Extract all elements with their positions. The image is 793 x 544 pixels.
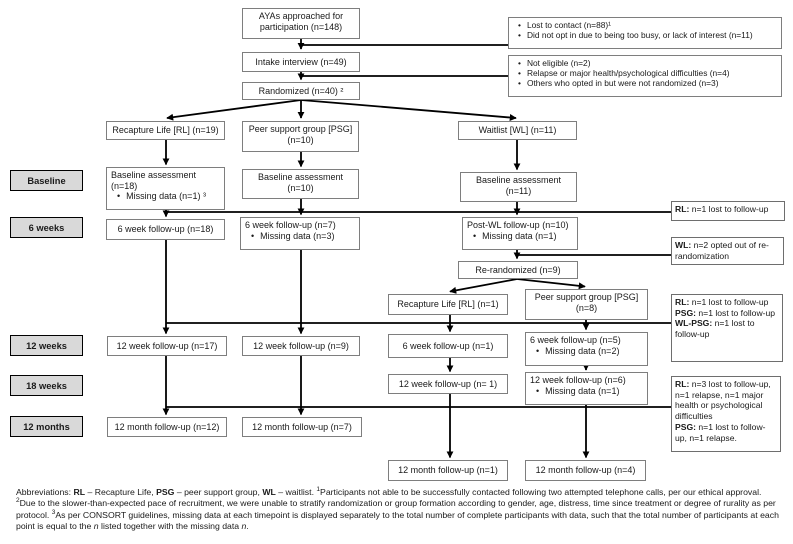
- footnote: Abbreviations: RL – Recapture Life, PSG …: [16, 486, 779, 531]
- box-wl-baseline: Baseline assessment (n=11): [460, 172, 577, 202]
- box-intake-interview: Intake interview (n=49): [242, 52, 360, 72]
- timeline-label-12-months: 12 months: [10, 416, 83, 437]
- box-rerand-rl-12-month: 12 month follow-up (n=1): [388, 460, 508, 481]
- exclusion-item: Relapse or major health/psychological di…: [526, 67, 730, 78]
- annotation-12-month-losses: RL: n=3 lost to follow-up, n=1 relapse, …: [671, 376, 781, 452]
- box-title: 6 week follow-up (n=5): [530, 335, 621, 345]
- exclusion-item: Did not opt in due to being too busy, or…: [526, 29, 753, 40]
- box-psg-12-week: 12 week follow-up (n=9): [242, 336, 360, 356]
- annotation-item: PSG: n=1 lost to follow-up, n=1 relapse.: [675, 421, 766, 443]
- missing-data-note: Missing data (n=1) ³: [126, 191, 206, 202]
- missing-data-note: Missing data (n=1): [545, 385, 620, 396]
- box-rl-baseline: Baseline assessment (n=18) Missing data …: [106, 167, 225, 210]
- box-randomized: Randomized (n=40) ²: [242, 82, 360, 100]
- annotation-item: WL-PSG: n=1 lost to follow-up: [675, 318, 755, 340]
- box-arm-peer-support: Peer support group [PSG] (n=10): [242, 121, 359, 152]
- box-psg-12-month: 12 month follow-up (n=7): [242, 417, 362, 437]
- annotation-item: WL: n=2 opted out of re-randomization: [675, 240, 769, 261]
- missing-data-note: Missing data (n=1): [482, 230, 557, 241]
- box-rerand-arm-rl: Recapture Life [RL] (n=1): [388, 294, 508, 315]
- box-rl-6-week: 6 week follow-up (n=18): [106, 219, 225, 240]
- annotation-wl-opted-out: WL: n=2 opted out of re-randomization: [671, 237, 784, 265]
- box-rl-12-week: 12 week follow-up (n=17): [107, 336, 227, 356]
- timeline-label-18-weeks: 18 weeks: [10, 375, 83, 396]
- timeline-label-6-weeks: 6 weeks: [10, 217, 83, 238]
- box-title: Baseline assessment (n=18): [111, 170, 197, 191]
- box-rerand-rl-12-week: 12 week follow-up (n= 1): [388, 374, 508, 394]
- missing-data-note: Missing data (n=3): [260, 230, 335, 241]
- box-rerand-psg-6-week: 6 week follow-up (n=5) Missing data (n=2…: [525, 332, 648, 366]
- annotation-item: PSG: n=1 lost to follow-up: [675, 307, 776, 318]
- box-rerand-psg-12-week: 12 week follow-up (n=6) Missing data (n=…: [525, 372, 648, 405]
- box-approached: AYAs approached for participation (n=148…: [242, 8, 360, 39]
- box-exclusions-intake: Not eligible (n=2) Relapse or major heal…: [508, 55, 782, 97]
- box-title: 6 week follow-up (n=7): [245, 220, 336, 230]
- missing-data-note: Missing data (n=2): [545, 345, 620, 356]
- box-psg-6-week: 6 week follow-up (n=7) Missing data (n=3…: [240, 217, 360, 250]
- box-rerand-rl-6-week: 6 week follow-up (n=1): [388, 334, 508, 358]
- box-exclusions-approach: Lost to contact (n=88)¹ Did not opt in d…: [508, 17, 782, 49]
- exclusion-item: Lost to contact (n=88)¹: [526, 20, 611, 30]
- timeline-label-12-weeks: 12 weeks: [10, 335, 83, 356]
- box-rerand-psg-12-month: 12 month follow-up (n=4): [525, 460, 646, 481]
- box-re-randomized: Re-randomized (n=9): [458, 261, 578, 279]
- annotation-item: RL: n=1 lost to follow-up: [675, 297, 769, 307]
- box-rl-12-month: 12 month follow-up (n=12): [107, 417, 227, 437]
- box-arm-recapture-life: Recapture Life [RL] (n=19): [106, 121, 225, 140]
- annotation-item: RL: n=3 lost to follow-up, n=1 relapse, …: [675, 379, 771, 422]
- exclusion-item: Others who opted in but were not randomi…: [526, 77, 719, 88]
- box-psg-baseline: Baseline assessment (n=10): [242, 169, 359, 199]
- annotation-12-week-losses: RL: n=1 lost to follow-up PSG: n=1 lost …: [671, 294, 783, 362]
- box-post-wl-followup: Post-WL follow-up (n=10) Missing data (n…: [462, 217, 578, 250]
- box-title: Post-WL follow-up (n=10): [467, 220, 569, 230]
- timeline-label-baseline: Baseline: [10, 170, 83, 191]
- box-title: 12 week follow-up (n=6): [530, 375, 626, 385]
- box-arm-waitlist: Waitlist [WL] (n=11): [458, 121, 577, 140]
- box-rerand-arm-psg: Peer support group [PSG] (n=8): [525, 289, 648, 320]
- annotation-item: RL: n=1 lost to follow-up: [675, 204, 769, 214]
- exclusion-item: Not eligible (n=2): [526, 58, 591, 68]
- annotation-rl-lost-baseline: RL: n=1 lost to follow-up: [671, 201, 785, 221]
